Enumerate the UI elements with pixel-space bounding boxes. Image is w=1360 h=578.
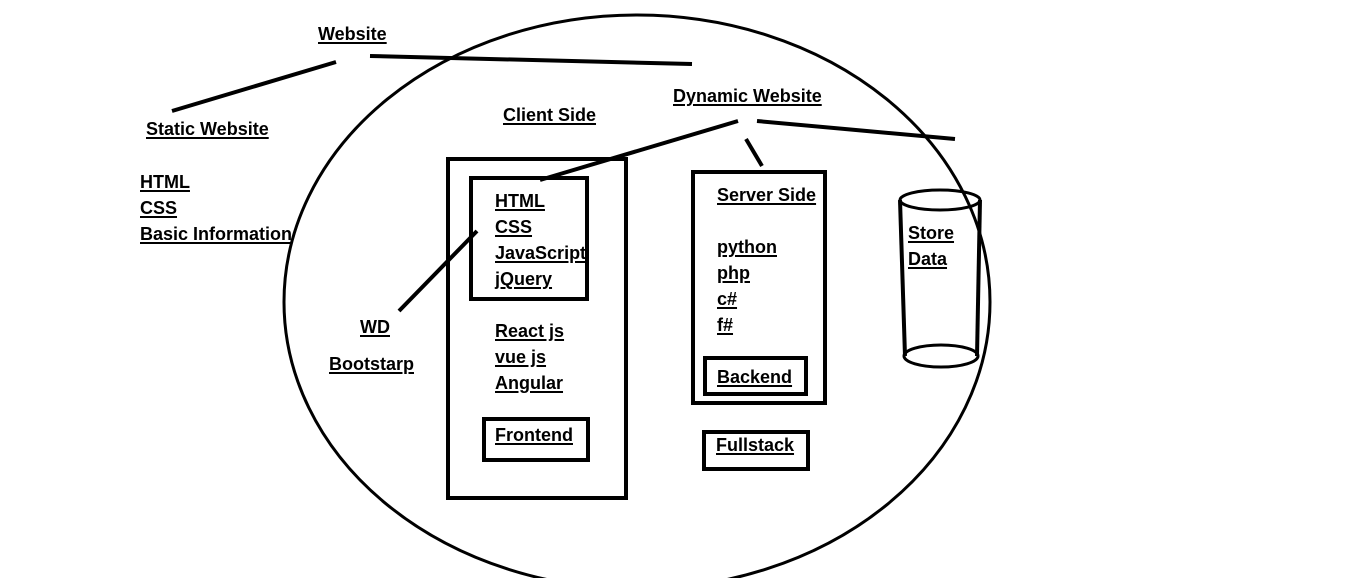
static-item-css: CSS [140,198,178,218]
server-lang-php: php [717,263,750,283]
website-label: Website [318,24,387,44]
framework-vue: vue js [495,347,547,367]
data-label: Data [908,249,948,269]
line-website-static [171,60,337,113]
server-lang-python: python [717,237,777,257]
static-website-label: Static Website [146,119,269,139]
server-lang-fsharp: f# [717,315,734,335]
framework-angular: Angular [495,373,564,393]
static-item-html: HTML [140,172,190,192]
frontend-core-css: CSS [495,217,533,237]
frontend-core-jquery: jQuery [495,269,553,289]
dynamic-website-label: Dynamic Website [673,86,822,106]
line-dynamic-server [744,137,764,168]
website-ellipse [282,13,992,578]
server-side-box [691,170,827,405]
server-side-label: Server Side [717,185,817,205]
client-side-box [446,157,628,500]
wd-label: WD [360,317,390,337]
line-dynamic-store [756,119,956,141]
frontend-label: Frontend [495,425,573,445]
static-item-basic-information: Basic Information [140,224,293,244]
client-side-label: Client Side [503,105,597,125]
line-dynamic-client [539,119,739,182]
bootstrap-label: Bootstarp [329,354,414,374]
fullstack-box [702,430,810,471]
framework-react: React js [495,321,565,341]
server-lang-csharp: c# [717,289,738,309]
backend-box [703,356,808,396]
frontend-box [482,417,590,462]
store-label: Store [908,223,955,243]
line-wd-frontend [397,229,479,313]
line-website-dynamic [369,54,693,66]
frontend-core-html: HTML [495,191,545,211]
frontend-core-javascript: JavaScript [495,243,587,263]
frontend-core-box [469,176,589,301]
fullstack-label: Fullstack [716,435,795,455]
store-data-cylinder [898,188,982,369]
backend-label: Backend [717,367,793,387]
